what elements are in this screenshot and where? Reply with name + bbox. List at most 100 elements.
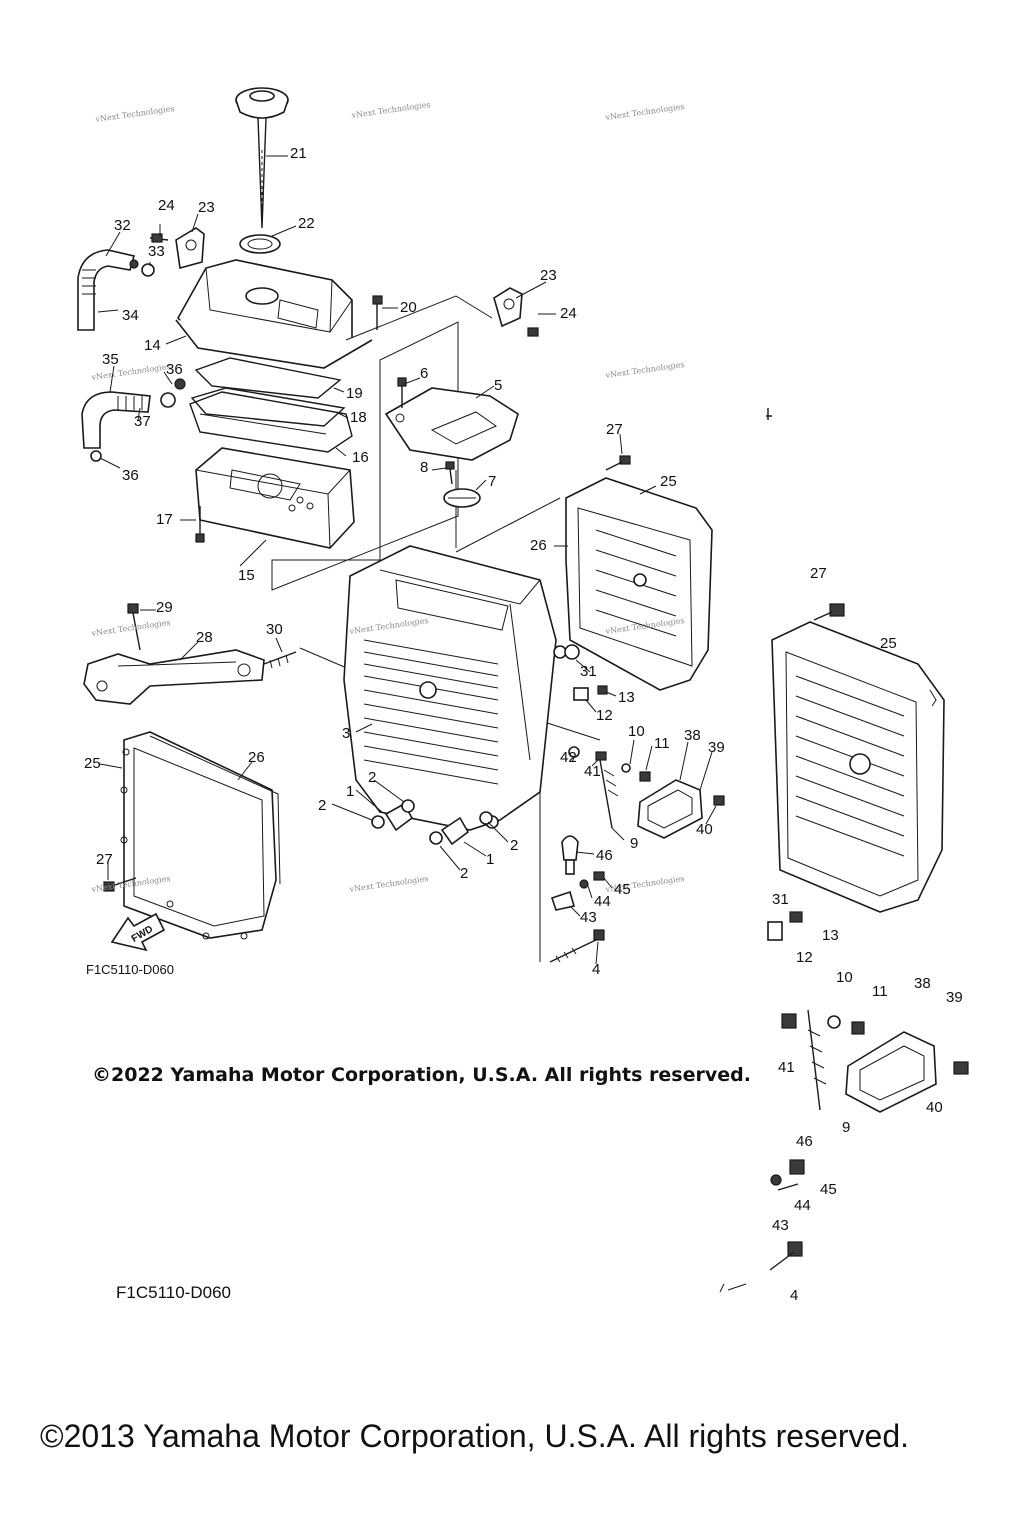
cooling-fins-block <box>363 639 499 785</box>
callout-3: 3 <box>342 725 350 742</box>
callout-24: 24 <box>560 305 577 322</box>
callout-45: 45 <box>820 1181 837 1198</box>
callout-5: 5 <box>494 377 502 394</box>
callout-37: 37 <box>134 413 151 430</box>
copyright-2013: ©2013 Yamaha Motor Corporation, U.S.A. A… <box>40 1418 910 1454</box>
callout-41: 41 <box>778 1059 795 1076</box>
screw-6 <box>397 377 407 408</box>
callout-45: 45 <box>614 881 631 898</box>
plate-5 <box>384 387 519 461</box>
callout-18: 18 <box>350 409 367 426</box>
callout-31: 31 <box>580 663 597 680</box>
callout-43: 43 <box>772 1217 789 1234</box>
fittings-43-46 <box>550 835 605 911</box>
watermark: vNext Technologies <box>604 102 685 122</box>
callout-1: 1 <box>486 851 494 868</box>
sensor-cover-group <box>568 746 725 839</box>
callout-27: 27 <box>96 851 113 868</box>
callout-17: 17 <box>156 511 173 528</box>
callout-30: 30 <box>266 621 283 638</box>
drawing-code: F1C5110-D060 <box>86 962 174 977</box>
bolt-27 <box>605 455 631 471</box>
screw-17 <box>195 506 205 543</box>
fwd-arrow: FWD <box>110 912 166 952</box>
callout-22: 22 <box>298 215 315 232</box>
callout-43: 43 <box>580 909 597 926</box>
callout-20: 20 <box>400 299 417 316</box>
bolt-27-left <box>103 877 137 892</box>
callout-12: 12 <box>796 949 813 966</box>
watermark: vNext Technologies <box>350 100 431 120</box>
callout-11: 11 <box>654 735 670 752</box>
callout-1: 1 <box>346 783 354 800</box>
seal-ring <box>239 234 281 254</box>
callout-27: 27 <box>606 421 623 438</box>
callout-15: 15 <box>238 567 255 584</box>
cover-7 <box>443 461 481 508</box>
callout-26: 26 <box>248 749 265 766</box>
callout-9: 9 <box>842 1119 850 1136</box>
callout-40: 40 <box>926 1099 943 1116</box>
callout-27: 27 <box>810 565 827 582</box>
fittings-1-2 <box>371 799 493 846</box>
callout-29: 29 <box>156 599 173 616</box>
callout-25: 25 <box>660 473 677 490</box>
callout-41: 41 <box>584 763 601 780</box>
watermark: vNext Technologies <box>348 874 429 894</box>
bracket-right <box>493 287 539 337</box>
breather-hose-upper <box>77 249 155 331</box>
detail-zoom-parts <box>767 603 969 1271</box>
cylinder-head-cover <box>175 259 373 369</box>
callout-14: 14 <box>144 337 161 354</box>
drawing-code-lower: F1C5110-D060 <box>116 1283 231 1302</box>
callout-36: 36 <box>122 467 139 484</box>
callout-36: 36 <box>166 361 183 378</box>
callout-40: 40 <box>696 821 713 838</box>
side-cover-right <box>565 477 713 691</box>
callout-28: 28 <box>196 629 213 646</box>
callout-33: 33 <box>148 243 165 260</box>
mount-bracket-arm <box>83 603 297 705</box>
leader-lines <box>97 155 717 965</box>
callout-32: 32 <box>114 217 131 234</box>
callout-10: 10 <box>836 969 853 986</box>
callout-23: 23 <box>540 267 557 284</box>
callout-13: 13 <box>822 927 839 944</box>
callout-16: 16 <box>352 449 369 466</box>
zoom-edge-marks <box>719 408 772 1293</box>
callout-38: 38 <box>914 975 931 992</box>
callout-4: 4 <box>790 1287 798 1304</box>
callout-44: 44 <box>794 1197 811 1214</box>
callout-21: 21 <box>290 145 307 162</box>
bolt-20 <box>372 295 383 330</box>
oil-filler-cap <box>235 87 289 229</box>
breather-hose-lower <box>81 378 186 462</box>
watermark: vNext Technologies <box>90 618 171 638</box>
callout-2: 2 <box>510 837 518 854</box>
callout-46: 46 <box>596 847 613 864</box>
callout-44: 44 <box>594 893 611 910</box>
callout-2: 2 <box>460 865 468 882</box>
callout-9: 9 <box>630 835 638 852</box>
cover-gaskets <box>189 357 353 453</box>
callout-10: 10 <box>628 723 645 740</box>
cylinder-block <box>343 545 567 831</box>
callout-39: 39 <box>946 989 963 1006</box>
callout-2: 2 <box>368 769 376 786</box>
callout-2: 2 <box>318 797 326 814</box>
callout-46: 46 <box>796 1133 813 1150</box>
callout-12: 12 <box>596 707 613 724</box>
assembly-guide-lines <box>271 295 601 962</box>
callout-25: 25 <box>84 755 101 772</box>
watermark: vNext Technologies <box>94 104 175 124</box>
callout-26: 26 <box>530 537 547 554</box>
callout-42: 42 <box>560 749 577 766</box>
callout-31: 31 <box>772 891 789 908</box>
callout-38: 38 <box>684 727 701 744</box>
callout-19: 19 <box>346 385 363 402</box>
callout-7: 7 <box>488 473 496 490</box>
oil-separator-housing <box>195 447 355 549</box>
